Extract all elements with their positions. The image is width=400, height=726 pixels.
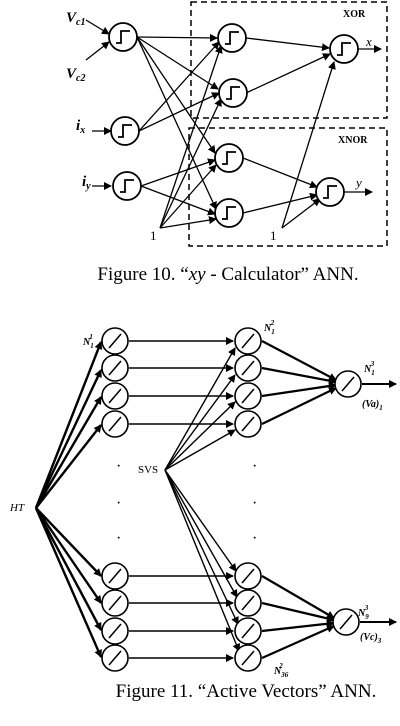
figure-10: Vc1 Vc2 ix iy 1 1 XOR XNOR x y Figure 10… (66, 1, 388, 285)
linear-neuron (101, 589, 129, 617)
linear-neuron (234, 410, 262, 438)
figure-11: · · · · · · HT SVS N11 N12 N13 N93 N362 … (9, 319, 397, 702)
linear-neuron (234, 562, 262, 590)
step-neuron (108, 22, 138, 52)
step-neuron (214, 198, 244, 228)
input-ht-label: HT (9, 502, 25, 514)
svg-text:·: · (116, 458, 121, 475)
input-vc2-label: Vc2 (66, 66, 85, 84)
step-neuron (112, 171, 142, 201)
output-y-label: y (354, 175, 362, 190)
fig11-connections (34, 337, 397, 662)
svg-text:·: · (252, 495, 257, 512)
fig11-neurons (101, 327, 362, 672)
svg-text:·: · (252, 458, 257, 475)
bias-left-label: 1 (150, 228, 157, 243)
xnor-box (188, 127, 388, 247)
xor-box (190, 1, 388, 119)
linear-neuron (234, 354, 262, 382)
svs-label: SVS (138, 464, 158, 476)
input-iy-label: iy (82, 174, 91, 192)
n36-2-label: N362 (273, 662, 289, 679)
linear-neuron (101, 410, 129, 438)
linear-neuron (101, 644, 129, 672)
step-neuron (217, 23, 247, 53)
fig10-connections (85, 19, 382, 229)
output-vc-label: (Vc)3 (360, 632, 382, 645)
figure10-caption: Figure 10. “xy - Calculator” ANN. (97, 264, 358, 285)
linear-neuron (234, 589, 262, 617)
linear-neuron (234, 617, 262, 645)
figure11-caption: Figure 11. “Active Vectors” ANN. (116, 681, 377, 702)
linear-neuron (234, 327, 262, 355)
linear-neuron (334, 370, 362, 398)
ellipsis-dots: · · · · · · (116, 458, 257, 547)
n1-1-label: N11 (82, 333, 93, 350)
n9-3-label: N93 (357, 604, 369, 621)
step-neuron (329, 34, 359, 64)
svg-text:·: · (116, 495, 121, 512)
input-ix-label: ix (76, 118, 85, 136)
bias-right-label: 1 (270, 228, 277, 243)
linear-neuron (234, 382, 262, 410)
output-va-label: (Va)1 (362, 399, 383, 412)
n1-3-label: N13 (363, 360, 375, 377)
step-neuron (315, 177, 345, 207)
linear-neuron (101, 327, 129, 355)
step-neuron (110, 116, 140, 146)
linear-neuron (101, 354, 129, 382)
output-x-label: x (365, 34, 372, 49)
xor-label: XOR (343, 9, 366, 20)
fig10-neurons (108, 22, 359, 228)
linear-neuron (101, 562, 129, 590)
svg-text:·: · (252, 530, 257, 547)
input-vc1-label: Vc1 (66, 10, 85, 28)
linear-neuron (101, 617, 129, 645)
step-neuron (214, 143, 244, 173)
linear-neuron (234, 644, 262, 672)
n1-2-label: N12 (263, 319, 275, 336)
linear-neuron (101, 382, 129, 410)
linear-neuron (332, 608, 360, 636)
svg-text:·: · (116, 530, 121, 547)
step-neuron (218, 78, 248, 108)
xnor-label: XNOR (338, 135, 368, 146)
